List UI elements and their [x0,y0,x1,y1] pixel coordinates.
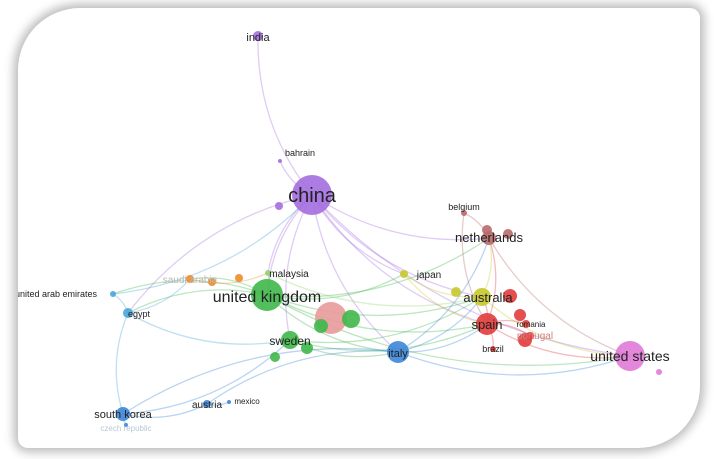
edge-italy-austria [206,350,399,405]
label-austria: austria [192,400,222,411]
node-romania[interactable] [522,320,530,328]
unlabeled-node-12[interactable] [514,309,526,321]
unlabeled-node-7[interactable] [208,278,216,286]
unlabeled-node-14[interactable] [451,287,461,297]
unlabeled-node-3[interactable] [314,319,328,333]
label-italy: italy [388,348,408,360]
label-japan: japan [416,270,441,281]
node-brazil[interactable] [490,346,496,352]
node-czech-republic[interactable] [124,423,128,427]
edge-china-spain [311,194,488,325]
unlabeled-node-2[interactable] [342,310,360,328]
edge-united-kingdom-spain [266,294,488,333]
edge-china-egypt [127,194,313,314]
edge-united-kingdom-united-states [266,294,631,366]
edge-italy-south-korea [122,347,399,415]
label-mexico: mexico [234,397,260,406]
label-czech-republic: czech republic [100,424,151,433]
node-united-arab-emirates[interactable] [110,291,116,297]
unlabeled-node-10[interactable] [503,229,513,239]
node-austria[interactable] [203,400,211,408]
label-spain: spain [471,317,502,332]
node-mexico[interactable] [227,400,231,404]
node-south-korea[interactable] [116,407,130,421]
edge-united-kingdom-netherlands [266,237,490,298]
node-belgium[interactable] [461,210,467,216]
nodes-layer [110,31,662,427]
edge-china-italy [311,194,399,353]
edge-italy-netherlands [397,237,490,353]
label-netherlands: netherlands [455,230,523,245]
node-united-kingdom[interactable] [251,279,283,311]
label-united-states: united states [590,348,669,364]
unlabeled-node-11[interactable] [503,289,517,303]
node-australia[interactable] [473,288,491,306]
label-saudi-arabia: saudi arabia [163,275,218,286]
co-authorship-network[interactable]: india bahrain china belgium netherlands saudi… [18,8,700,448]
edge-india-china [257,35,313,196]
edge-sweden-australia [289,296,483,344]
edge-south-korea-austria [122,403,208,419]
edge-united-kingdom-australia [266,294,483,316]
edge-egypt-sweden [127,312,291,345]
edge-united-arab-emirates-china [112,194,313,295]
label-south-korea: south korea [94,409,152,421]
label-china: china [288,185,337,207]
edge-spain-united-states [486,323,631,359]
edge-australia-united-states [481,296,631,357]
edge-italy-australia [397,296,483,353]
edge-united-kingdom-italy [266,294,399,353]
node-bahrain[interactable] [278,159,282,163]
node-egypt[interactable] [123,308,133,318]
node-india[interactable] [253,31,263,41]
node-spain[interactable] [476,313,498,335]
label-malaysia: malaysia [269,269,309,280]
node-saudi-arabia[interactable] [186,275,194,283]
node-netherlands[interactable] [482,231,496,245]
node-sweden[interactable] [281,331,299,349]
node-portugal[interactable] [526,332,534,340]
edges-layer [112,35,631,426]
edge-belgium-spain [461,212,488,325]
edge-egypt-saudi-arabia [127,278,191,314]
label-portugal: portugal [517,331,553,342]
node-japan[interactable] [400,270,408,278]
edge-united-kingdom-egypt [127,289,268,314]
edge-malaysia-australia [267,272,483,307]
label-australia: australia [463,290,513,305]
network-map-frame: india bahrain china belgium netherlands saudi… [18,8,700,448]
edge-united-kingdom-japan [266,273,405,300]
label-brazil: brazil [482,344,504,354]
label-sweden: sweden [269,334,310,348]
edge-sweden-italy [289,339,399,358]
edge-china-united-states [311,194,631,357]
edge-italy-united-states [397,351,631,376]
label-bahrain: bahrain [285,148,315,158]
label-belgium: belgium [448,202,480,212]
node-united-states[interactable] [615,341,645,371]
unlabeled-node-15[interactable] [656,369,662,375]
label-india: india [246,32,270,44]
edge-netherlands-united-states [488,237,631,357]
unlabeled-node-8[interactable] [235,274,243,282]
label-united-kingdom: united kingdom [213,289,322,306]
node-malaysia[interactable] [265,270,271,276]
label-united-arab-emirates: united arab emirates [18,289,98,299]
node-china[interactable] [292,175,332,215]
edge-egypt-south-korea [115,312,129,415]
unlabeled-node-4[interactable] [301,342,313,354]
unlabeled-node-5[interactable] [270,352,280,362]
node-italy[interactable] [387,341,409,363]
labels-layer: india bahrain china belgium netherlands saudi… [18,32,670,433]
unlabeled-node-6[interactable] [275,202,283,210]
edge-saudi-arabia-malaysia [189,272,269,284]
label-egypt: egypt [128,309,151,319]
label-romania: romania [517,320,546,329]
edge-china-netherlands [311,194,490,241]
